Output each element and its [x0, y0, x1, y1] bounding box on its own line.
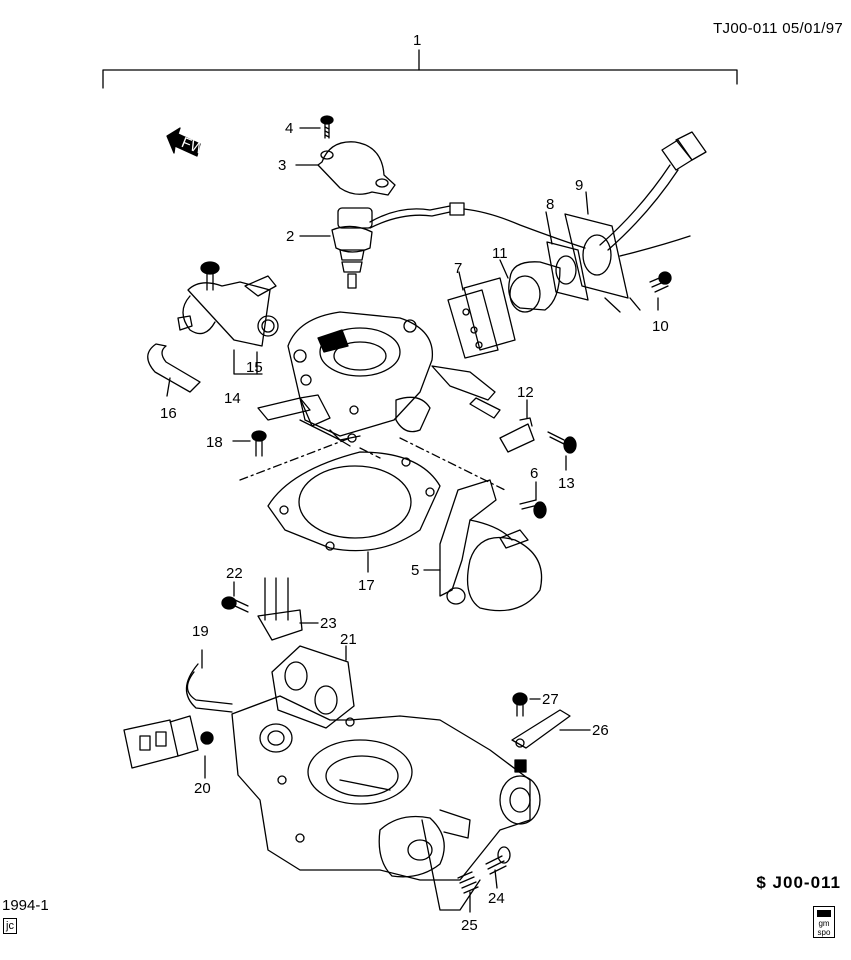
part-3-cover — [295, 141, 396, 196]
part-2-injector — [299, 202, 586, 289]
callout-13: 13 — [558, 475, 575, 492]
dollar-sign-icon: $ — [756, 873, 767, 892]
callout-23: 23 — [320, 615, 337, 632]
callout-15: 15 — [246, 359, 263, 376]
callout-21: 21 — [340, 631, 357, 648]
callout-11: 11 — [492, 245, 508, 262]
idle-air-control-group — [447, 191, 672, 359]
callout-10: 10 — [652, 318, 669, 335]
diagram-code-text: J00-011 — [772, 873, 841, 892]
gmspo-logo: gm spo — [813, 906, 835, 938]
cable-bracket — [511, 692, 591, 749]
callout-5: 5 — [411, 562, 419, 579]
callout-26: 26 — [592, 722, 609, 739]
year-code: 1994-1 — [2, 897, 49, 914]
assembly-bracket — [102, 49, 738, 89]
callout-8: 8 — [546, 196, 554, 213]
callout-9: 9 — [575, 177, 583, 194]
callout-17: 17 — [358, 577, 375, 594]
callout-19: 19 — [192, 623, 209, 640]
throttle-bracket — [499, 399, 577, 471]
callout-1: 1 — [413, 32, 421, 49]
callout-25: 25 — [461, 917, 478, 934]
document-id: TJ00-011 05/01/97 — [713, 20, 843, 37]
callout-18: 18 — [206, 434, 223, 451]
spring-screw — [421, 819, 511, 913]
callout-20: 20 — [194, 780, 211, 797]
callout-27: 27 — [542, 691, 559, 708]
throttle-body-lower — [231, 695, 541, 881]
sensor-connector — [123, 649, 233, 779]
pressure-regulator — [147, 261, 279, 397]
part-4-screw — [299, 115, 334, 139]
callout-7: 7 — [454, 260, 462, 277]
bracket-23 — [221, 577, 319, 641]
jc-box: jc — [3, 918, 17, 934]
callout-24: 24 — [488, 890, 505, 907]
callout-6: 6 — [530, 465, 538, 482]
throttle-body-upper — [257, 311, 501, 447]
callout-22: 22 — [226, 565, 243, 582]
part-18-screw — [232, 430, 267, 457]
wire-harness — [599, 131, 707, 257]
callout-4: 4 — [285, 120, 293, 137]
part-17-gasket — [267, 451, 441, 573]
callout-14: 14 — [224, 390, 241, 407]
callout-16: 16 — [160, 405, 177, 422]
callout-3: 3 — [278, 157, 286, 174]
diagram-code: $ J00-011 — [756, 873, 841, 893]
vacuum-actuator — [423, 479, 547, 612]
callout-12: 12 — [517, 384, 534, 401]
part-21-gasket — [271, 645, 355, 729]
callout-2: 2 — [286, 228, 294, 245]
